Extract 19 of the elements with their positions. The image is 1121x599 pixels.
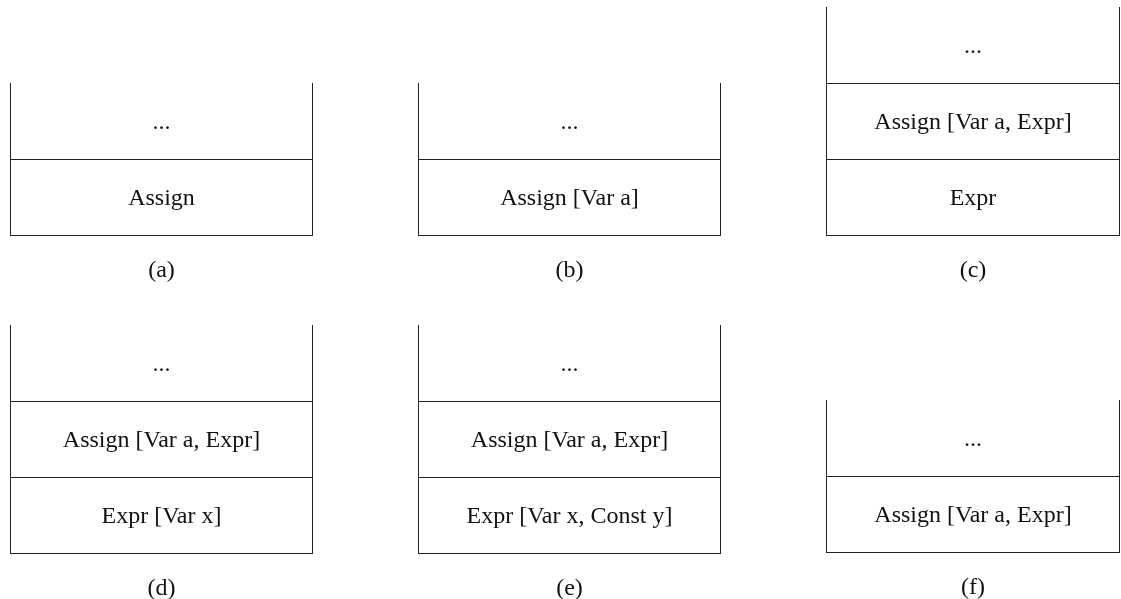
cell-label: Assign [Var a] bbox=[500, 184, 639, 211]
cell-label: ... bbox=[964, 31, 982, 59]
panel-caption: (a) bbox=[148, 256, 175, 283]
cell-label: Expr [Var x, Const y] bbox=[466, 502, 673, 529]
panel-caption: (c) bbox=[959, 256, 987, 283]
cell-label: ... bbox=[152, 107, 171, 135]
cell-label: Expr bbox=[949, 184, 997, 211]
cell-label: Assign [Var a, Expr] bbox=[62, 426, 261, 453]
cell-label: Assign bbox=[128, 184, 195, 211]
cell-label: Assign [Var a, Expr] bbox=[874, 108, 1072, 135]
cell-label: ... bbox=[560, 349, 579, 377]
cell-label: ... bbox=[560, 107, 579, 135]
cell-label: ... bbox=[964, 424, 982, 452]
cell-label: Expr [Var x] bbox=[101, 502, 222, 529]
panel-caption: (b) bbox=[555, 256, 584, 283]
cell-label: Assign [Var a, Expr] bbox=[470, 426, 669, 453]
panel-caption: (f) bbox=[961, 573, 985, 599]
cell-label: ... bbox=[152, 349, 171, 377]
cell-label: Assign [Var a, Expr] bbox=[874, 501, 1072, 528]
